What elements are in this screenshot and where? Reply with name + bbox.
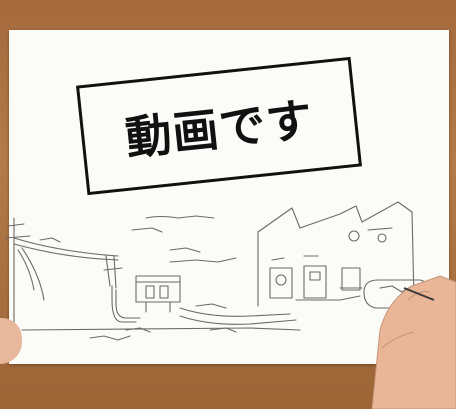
transformer-box xyxy=(135,275,181,303)
overhead-line xyxy=(13,237,119,257)
underground-cable xyxy=(179,307,291,317)
hand-left xyxy=(0,318,22,364)
service-cable xyxy=(111,285,137,323)
breaker-panel xyxy=(303,265,327,299)
meter-box xyxy=(269,267,293,299)
pencil xyxy=(403,287,435,301)
title-label: 動画です xyxy=(123,92,316,166)
house-outline xyxy=(257,201,415,301)
